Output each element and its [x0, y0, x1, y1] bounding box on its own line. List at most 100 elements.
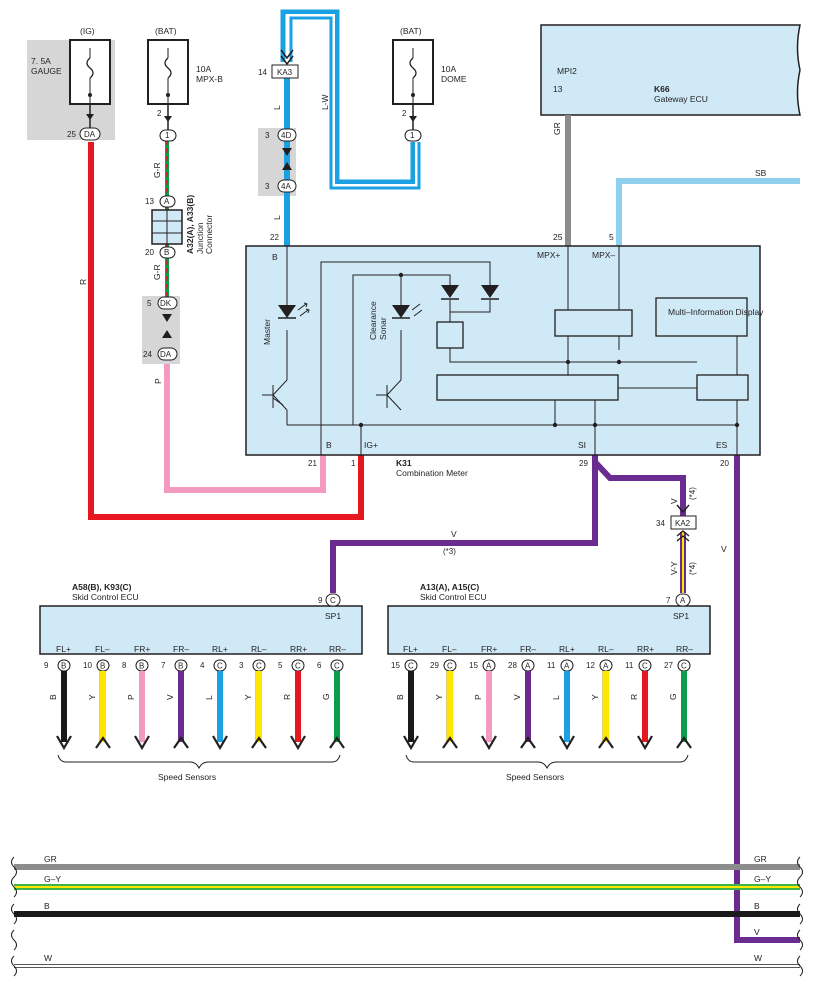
meter-num-b: 21 — [308, 459, 317, 468]
pin-number: 10 — [83, 661, 92, 670]
meter-mpx-box — [554, 309, 633, 337]
ecu-right-sp-pin: 7 — [666, 596, 671, 605]
sensor-wire-label: R — [282, 694, 292, 700]
pin-number: 5 — [278, 661, 283, 670]
wire-label-gr-2: G-R — [152, 264, 162, 280]
bus-label-right: G–Y — [754, 874, 771, 884]
connector-j-top-id: A — [164, 197, 170, 206]
sensor-wire-label: V — [165, 694, 175, 700]
sensor-wire-label: Y — [590, 694, 600, 700]
connector-ka3-id: KA3 — [277, 68, 293, 77]
meter-code: K31 — [396, 458, 412, 468]
wire-label-v-es: V — [721, 544, 727, 554]
sensor-arrow-icon — [598, 736, 614, 749]
meter-pin-mpxp: MPX+ — [537, 250, 560, 260]
pin-label: FL+ — [403, 644, 418, 654]
connector-ka2-pin: 34 — [656, 519, 665, 528]
pin-label: FL+ — [56, 644, 71, 654]
fuse-ig-symbol — [86, 57, 94, 79]
connector-4a — [277, 179, 297, 193]
pin-label: RR– — [329, 644, 346, 654]
pin-label: FR+ — [481, 644, 497, 654]
wire-si-stub — [595, 455, 737, 478]
lamp-master-label: Master — [262, 319, 272, 345]
sensor-arrow-icon — [481, 735, 497, 751]
gateway-pin-number: 13 — [553, 84, 563, 94]
sensor-arrow-icon — [290, 735, 306, 751]
fuse-ig-rating: 7. 5A — [31, 56, 51, 66]
sensor-wire-label: R — [629, 694, 639, 700]
pin-label: RR+ — [637, 644, 654, 654]
master-led-icon — [278, 302, 310, 319]
note-4b: (*4) — [688, 562, 697, 575]
connector-da-top-id: DA — [84, 130, 96, 139]
pin-connector-id: C — [681, 662, 687, 671]
sensor-arrow-icon — [442, 736, 458, 749]
fuse-bat2-rating: 10A — [441, 64, 456, 74]
gateway-ecu-box — [540, 24, 801, 116]
clearance-sonar-led-icon — [392, 303, 423, 319]
sensor-arrow-icon — [520, 736, 536, 749]
ecu-left-codes: A58(B), K93(C) — [72, 582, 132, 592]
fuse-bat2-name: DOME — [441, 74, 467, 84]
wire-label-lw: L-W — [320, 94, 330, 110]
bus-line-3: V — [11, 927, 803, 951]
pin-number: 7 — [161, 661, 166, 670]
fuse-ig: (IG) 7. 5A GAUGE — [31, 26, 111, 105]
pin-connector-id: B — [139, 662, 144, 671]
bus-break-left — [11, 876, 17, 898]
sensor-wire-label: Y — [243, 694, 253, 700]
connector-dk-id: DK — [160, 299, 172, 308]
pin-number: 29 — [430, 661, 439, 670]
pin-connector-id: A — [525, 662, 531, 671]
lamp-clearance-label: Clearance — [368, 301, 378, 340]
connector-1-left-id: 1 — [165, 131, 170, 140]
transistor-icons — [272, 397, 284, 406]
wire-label-l: L — [272, 105, 282, 110]
ecu-left-name: Skid Control ECU — [72, 592, 139, 602]
pin-number: 8 — [122, 661, 127, 670]
meter-cpu-box — [436, 374, 619, 401]
connector-ka2-id: KA2 — [675, 519, 691, 528]
pin-number: 12 — [586, 661, 595, 670]
bus-break-left — [11, 903, 17, 925]
wire-v-es — [734, 455, 800, 943]
bus-break-right — [797, 955, 803, 977]
pin-number: 15 — [391, 661, 400, 670]
pin-label: FL– — [442, 644, 457, 654]
pin-connector-id: C — [447, 662, 453, 671]
ecu-right-sp-conn — [675, 593, 691, 607]
gateway-pin-label: MPI2 — [557, 66, 577, 76]
sensor-arrow-icon — [637, 735, 653, 751]
meter-pin-number-mpxp: 25 — [553, 232, 563, 242]
sensor-arrow-icon — [95, 736, 111, 749]
wire-sb — [616, 178, 800, 246]
bus-break-right — [797, 929, 803, 951]
connector-j-top — [159, 195, 176, 208]
connector-da — [157, 347, 178, 361]
bus-label-left: W — [44, 953, 52, 963]
pin-label: RR+ — [290, 644, 307, 654]
sensor-wire-label: L — [204, 695, 214, 700]
sensor-arrow-icon — [251, 736, 267, 749]
meter-pin-number-mpxm: 5 — [609, 232, 614, 242]
meter-pin-bottom-b: B — [326, 440, 332, 450]
ecu-left-sp-conn — [325, 593, 341, 607]
connector-dk-da-mate — [162, 314, 172, 338]
meter-pin-b: B — [272, 252, 278, 262]
connector-1-right — [404, 129, 422, 142]
multi-info-display-box — [655, 297, 748, 337]
fuse-ig-tag: (IG) — [80, 26, 95, 36]
pin-label: RL+ — [212, 644, 228, 654]
pin-connector-id: A — [564, 662, 570, 671]
pin-label: FR+ — [134, 644, 150, 654]
wire-lw-outer — [289, 16, 421, 190]
